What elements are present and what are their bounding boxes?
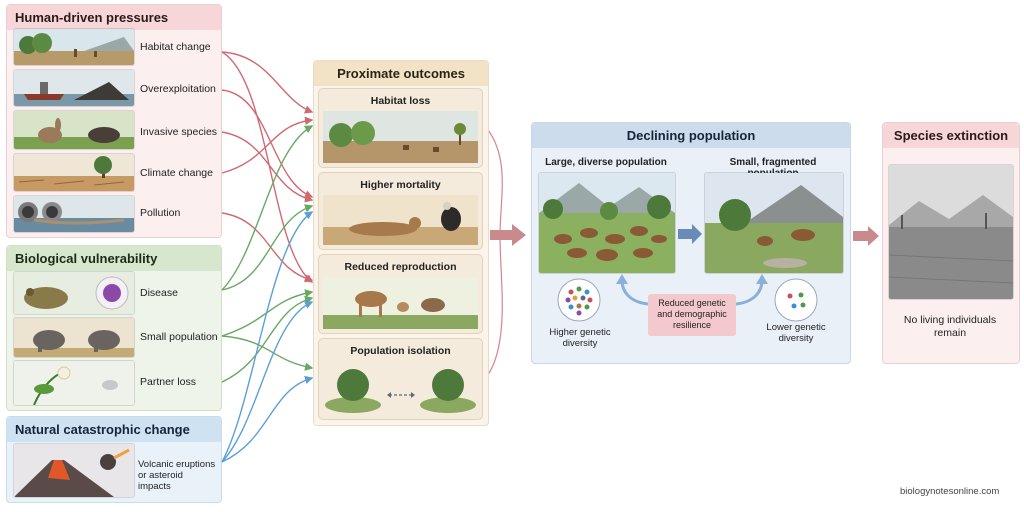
large-population-image (538, 172, 676, 274)
natural-item-volcanic-asteroid: Volcanic eruptions or asteroid impacts (138, 459, 216, 492)
outcome-reduced-reproduction-label: Reduced reproduction (344, 261, 457, 273)
climate-change-image (13, 153, 135, 192)
arrow-habitat-to-reproduction (221, 51, 314, 283)
arrow-climate-to-loss (221, 116, 314, 174)
arrow-natural-to-isolation (221, 375, 314, 463)
human-item-invasive-species: Invasive species (140, 126, 218, 138)
extinction-caption: No living individuals remain (903, 314, 997, 339)
human-item-climate-change: Climate change (140, 167, 213, 179)
overexploitation-image (13, 69, 135, 107)
proximate-bracket (487, 129, 503, 376)
human-item-habitat-change: Habitat change (140, 41, 211, 53)
proximate-outcomes-title: Proximate outcomes (314, 61, 488, 86)
site-credit: biologynotesonline.com (900, 486, 1000, 497)
volcano-asteroid-image (13, 443, 135, 498)
biological-item-partner-loss: Partner loss (140, 376, 197, 388)
low-diversity-icon (774, 278, 818, 322)
human-pressures-title: Human-driven pressures (7, 5, 221, 30)
arrow-smallpop-to-reproduction (221, 289, 314, 337)
arrow-invasive-to-mortality (221, 131, 314, 203)
high-diversity-icon (557, 278, 601, 322)
biological-vulnerability-title: Biological vulnerability (7, 246, 221, 271)
arrow-disease-to-mortality (221, 204, 314, 291)
arrow-to-extinction (853, 226, 879, 246)
lower-diversity-label: Lower genetic diversity (766, 322, 826, 344)
extinction-landscape-image (888, 164, 1014, 300)
species-extinction-title: Species extinction (883, 123, 1019, 148)
large-population-label: Large, diverse population (545, 157, 667, 168)
partner-loss-image (13, 360, 135, 406)
outcome-higher-mortality: Higher mortality (318, 172, 483, 250)
outcome-habitat-loss-label: Habitat loss (370, 95, 431, 107)
arrow-large-to-small (678, 224, 702, 244)
outcome-higher-mortality-label: Higher mortality (360, 179, 441, 191)
arrow-pollution-to-reproduction (221, 212, 314, 283)
higher-diversity-label: Higher genetic diversity (549, 327, 611, 349)
habitat-change-image (13, 28, 135, 66)
resilience-arrows (616, 274, 768, 306)
biological-item-small-population: Small population (140, 331, 218, 343)
small-population-image (704, 172, 844, 274)
outcome-habitat-loss: Habitat loss (318, 88, 483, 168)
outcome-population-isolation: Population isolation (318, 338, 483, 420)
arrow-overexploit-to-mortality (221, 89, 314, 199)
reduced-resilience-box: Reduced genetic and demographic resilien… (648, 294, 736, 336)
reduced-resilience-label: Reduced genetic and demographic resilien… (657, 298, 727, 330)
arrow-to-declining (490, 224, 526, 246)
biological-item-disease: Disease (140, 287, 178, 299)
outcome-population-isolation-label: Population isolation (350, 345, 451, 357)
arrow-smallpop-to-isolation (221, 335, 314, 371)
natural-change-title: Natural catastrophic change (7, 417, 221, 442)
human-item-pollution: Pollution (140, 207, 181, 219)
disease-image (13, 271, 135, 315)
invasive-species-image (13, 110, 135, 150)
arrow-natural-to-mortality (221, 211, 314, 463)
arrow-partner-to-reproduction (221, 295, 314, 383)
human-item-overexploitation: Overexploitation (140, 83, 216, 95)
pollution-image (13, 195, 135, 233)
arrow-habitat-to-loss (221, 51, 314, 114)
small-population-image (13, 317, 135, 358)
declining-population-title: Declining population (532, 123, 850, 148)
outcome-reduced-reproduction: Reduced reproduction (318, 254, 483, 334)
arrow-disease-to-loss (221, 125, 314, 291)
arrow-natural-to-reproduction (221, 300, 314, 463)
